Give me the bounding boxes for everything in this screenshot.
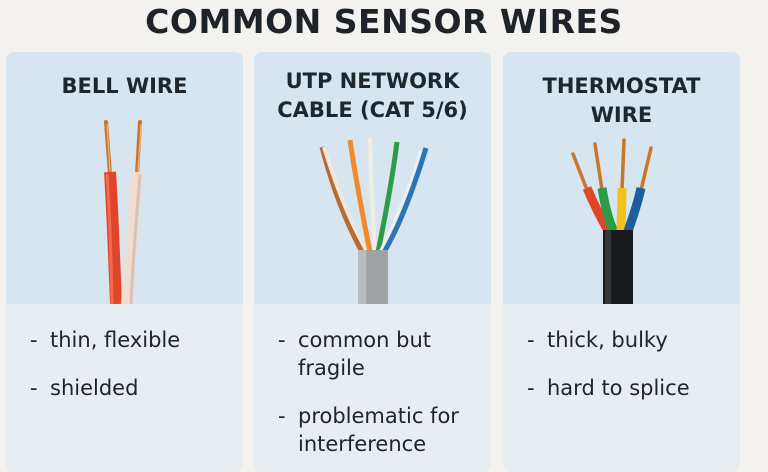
card-title: UTP NETWORK CABLE (CAT 5/6) bbox=[277, 69, 468, 122]
feature-list: -thick, bulky -hard to splice bbox=[527, 326, 737, 422]
list-item: -thin, flexible bbox=[30, 328, 181, 352]
card-text-panel bbox=[254, 304, 491, 472]
thermostat-wire-illustration bbox=[571, 138, 653, 304]
card-text-panel bbox=[503, 304, 740, 472]
feature-list: -common but fragile -problematic for int… bbox=[278, 326, 488, 472]
card-utp-cable: UTP NETWORK CABLE (CAT 5/6) -common but … bbox=[254, 52, 491, 472]
utp-cable-illustration bbox=[319, 137, 429, 304]
card-bell-wire: BELL WIRE -thin, flexible -shielded bbox=[6, 52, 243, 472]
list-item: -problematic for interference bbox=[278, 404, 459, 456]
card-title: THERMOSTAT WIRE bbox=[542, 74, 701, 127]
list-item: -common but fragile bbox=[278, 328, 432, 380]
list-item: -shielded bbox=[30, 376, 139, 400]
list-item: -hard to splice bbox=[527, 376, 690, 400]
feature-list: -thin, flexible -shielded bbox=[30, 326, 240, 422]
bell-wire-illustration bbox=[104, 120, 143, 304]
list-item: -thick, bulky bbox=[527, 328, 668, 352]
page-title: COMMON SENSOR WIRES bbox=[145, 2, 623, 41]
card-text-panel bbox=[6, 304, 243, 472]
card-title: BELL WIRE bbox=[61, 74, 188, 98]
card-thermostat-wire: THERMOSTAT WIRE -thick, bulky -hard to s… bbox=[503, 52, 740, 472]
